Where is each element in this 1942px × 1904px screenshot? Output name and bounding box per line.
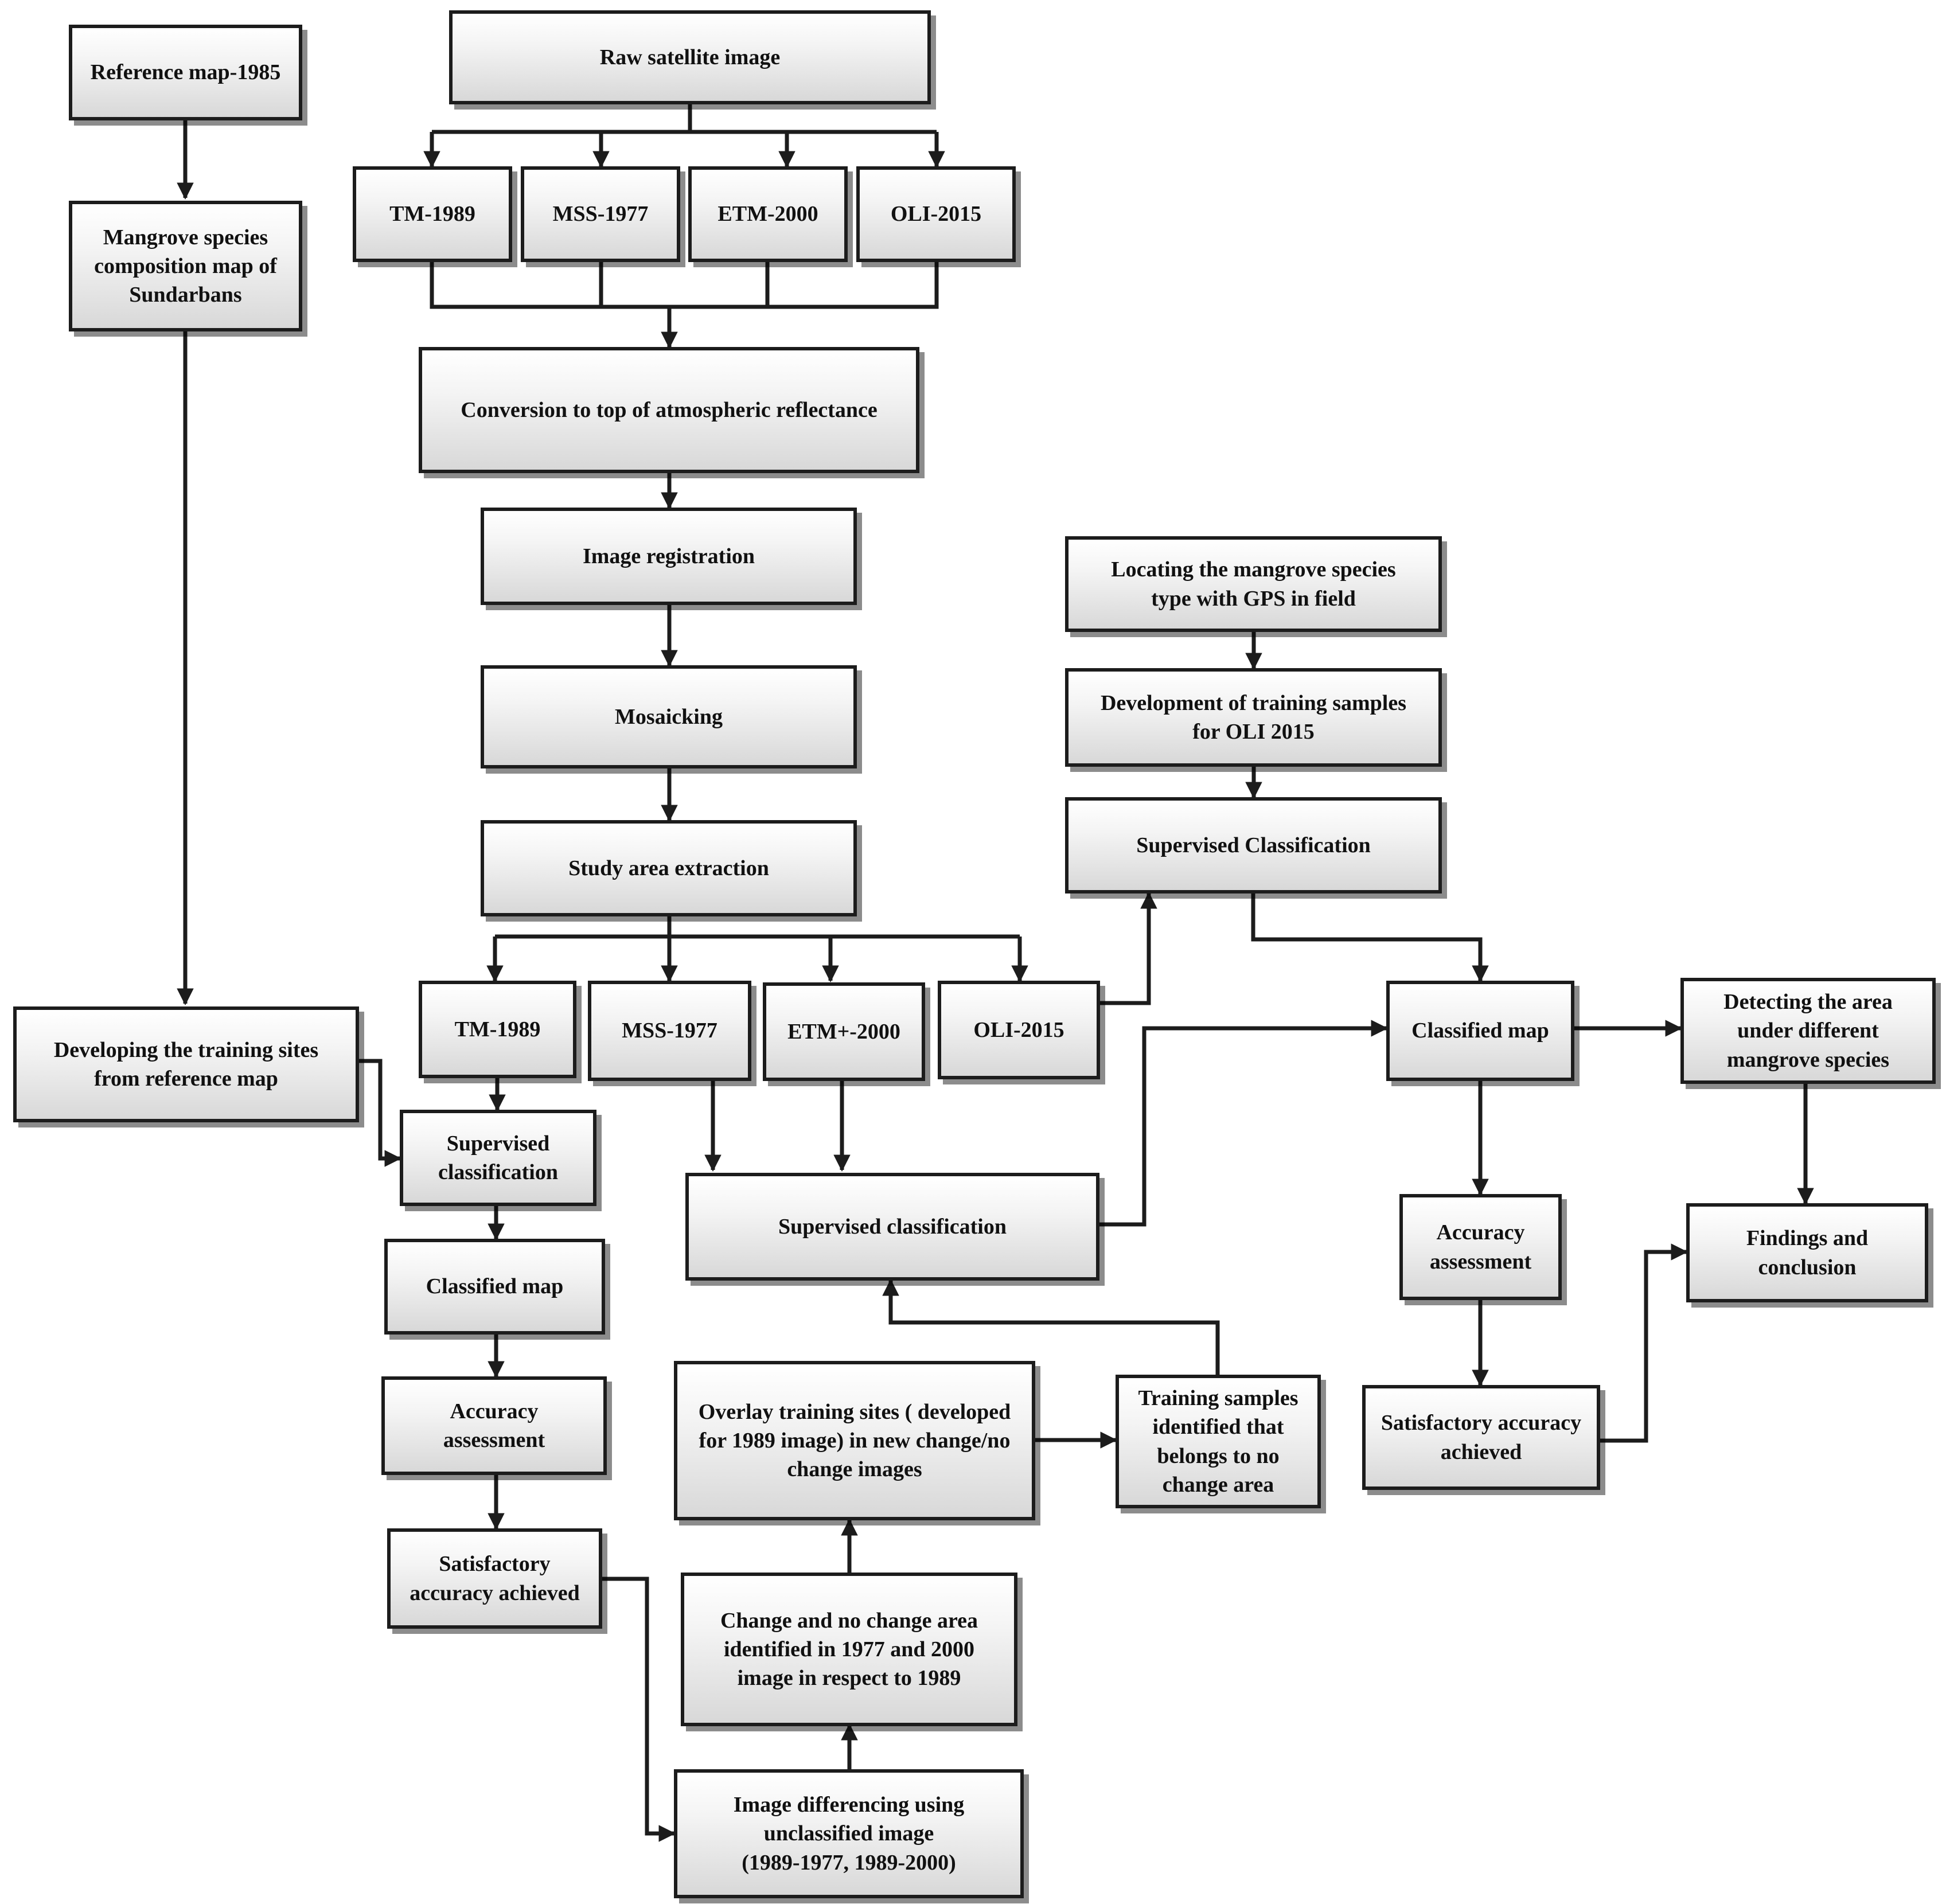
node-change-no-change-area: Change and no change area identified in …	[681, 1573, 1017, 1726]
node-supervised-classification-left: Supervised classification	[400, 1110, 596, 1206]
node-tm-1989-top: TM-1989	[353, 166, 512, 262]
node-accuracy-assessment-left: Accuracy assessment	[381, 1376, 607, 1475]
node-supervised-classification-right: Supervised Classification	[1065, 797, 1442, 894]
node-mangrove-species-map: Mangrove species composition map of Sund…	[69, 201, 302, 331]
node-training-samples-oli: Development of training samples for OLI …	[1065, 668, 1442, 767]
node-mss-1977-top: MSS-1977	[521, 166, 680, 262]
node-image-differencing: Image differencing using unclassified im…	[674, 1769, 1024, 1898]
node-etm-2000-top: ETM-2000	[688, 166, 848, 262]
node-raw-satellite-image: Raw satellite image	[449, 10, 931, 104]
node-findings-conclusion: Findings and conclusion	[1686, 1203, 1928, 1302]
node-reference-map-1985: Reference map-1985	[69, 25, 302, 120]
arrow-oli-to-supclass-right	[1099, 892, 1157, 1005]
node-toa-conversion: Conversion to top of atmospheric reflect…	[419, 347, 919, 473]
arrow-devsites-to-supclass	[357, 1059, 401, 1167]
connector-merge-bus	[430, 261, 939, 309]
node-classified-map-left: Classified map	[384, 1239, 605, 1335]
arrow-satisfactory-to-findings	[1599, 1243, 1688, 1443]
node-oli-2015-top: OLI-2015	[856, 166, 1016, 262]
node-satisfactory-accuracy-right: Satisfactory accuracy achieved	[1362, 1385, 1600, 1490]
arrow-supclass-right-to-classified	[1251, 894, 1489, 982]
node-overlay-training-sites: Overlay training sites ( developed for 1…	[674, 1361, 1035, 1520]
node-tm-1989: TM-1989	[419, 981, 576, 1078]
node-satisfactory-accuracy-left: Satisfactory accuracy achieved	[387, 1528, 602, 1629]
node-supervised-classification-mid: Supervised classification	[685, 1173, 1099, 1281]
arrow-satisfactory-to-differencing	[601, 1577, 676, 1842]
node-training-samples-no-change: Training samples identified that belongs…	[1116, 1375, 1321, 1508]
node-mosaicking: Mosaicking	[481, 665, 857, 768]
node-classified-map-right: Classified map	[1386, 981, 1574, 1081]
arrow-supclass-mid-to-classified-right	[1099, 1020, 1388, 1227]
node-accuracy-assessment-right: Accuracy assessment	[1399, 1194, 1562, 1300]
node-image-registration: Image registration	[481, 508, 857, 605]
node-developing-training-sites: Developing the training sites from refer…	[13, 1006, 359, 1122]
node-mss-1977: MSS-1977	[588, 981, 751, 1081]
node-study-area-extraction: Study area extraction	[481, 820, 857, 916]
node-detecting-area: Detecting the area under different mangr…	[1680, 978, 1936, 1084]
node-oli-2015: OLI-2015	[938, 981, 1100, 1079]
arrow-samples-to-supclass-mid	[882, 1279, 1220, 1375]
node-gps-field-location: Locating the mangrove species type with …	[1065, 536, 1442, 632]
node-etm-plus-2000: ETM+-2000	[763, 982, 925, 1081]
